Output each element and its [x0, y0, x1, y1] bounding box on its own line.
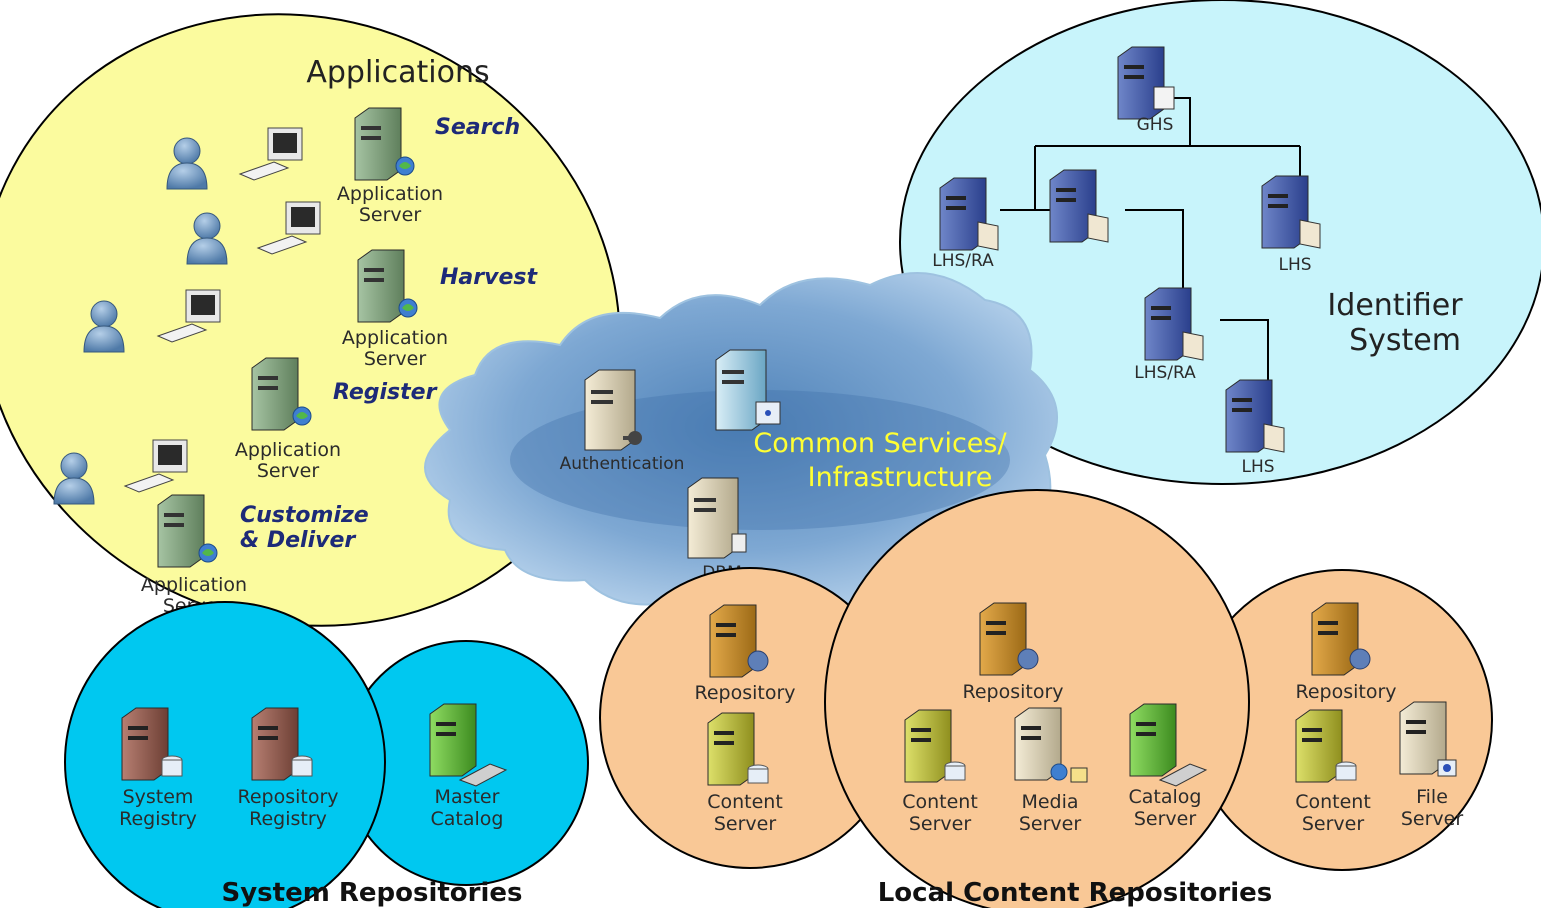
master-catalog-server-icon	[429, 703, 508, 787]
identifier-title: System	[1349, 323, 1461, 358]
content-server-icon	[904, 709, 966, 783]
master-catalog-label: Master	[435, 786, 500, 808]
common-services-group: Authentication Common Services/ Infrastr…	[424, 272, 1058, 616]
local-repo-middle-circle	[824, 489, 1250, 908]
repository-label: Repository	[962, 681, 1063, 703]
content-server-label: Content	[1295, 791, 1371, 813]
repository-server-icon	[979, 602, 1039, 676]
register-function-label: Register	[333, 380, 438, 405]
authentication-label: Authentication	[560, 454, 685, 474]
cloud-title: Infrastructure	[808, 462, 993, 493]
repository-server-icon	[1311, 602, 1371, 676]
user-icon	[53, 452, 95, 505]
file-server-label: File	[1416, 786, 1448, 808]
customize-function-label: Customize	[240, 503, 369, 528]
server-icon	[157, 494, 218, 568]
identifier-system-group: Identifier System GHS LHS/RA LHS	[899, 0, 1541, 485]
local-content-repositories-title: Local Content Repositories	[878, 878, 1273, 908]
repository-registry-label: Repository	[237, 786, 338, 808]
ghs-server-icon	[1117, 46, 1175, 120]
system-registry-label: System	[123, 786, 194, 808]
authentication-server-icon	[584, 369, 642, 451]
lhs-ra-label: LHS/RA	[932, 251, 994, 271]
identifier-ellipse	[899, 0, 1541, 485]
app-server-label: Application	[337, 183, 443, 205]
content-server-label: Server	[909, 813, 971, 835]
harvest-function-label: Harvest	[440, 265, 538, 290]
app-server-label: Server	[359, 204, 421, 226]
workstation-icon	[238, 127, 303, 181]
content-server-label: Server	[714, 813, 776, 835]
catalog-server-label: Catalog	[1129, 786, 1202, 808]
deliver-function-label: & Deliver	[240, 528, 356, 553]
cloud-title: Common Services/	[753, 428, 1007, 459]
local-content-repositories-group: Repository Content Server Repository Con…	[599, 489, 1493, 908]
lhs-ra-server-icon	[1144, 287, 1204, 361]
repository-registry-server-icon	[251, 707, 313, 781]
content-server-label: Server	[1302, 813, 1364, 835]
repository-label: Repository	[1295, 681, 1396, 703]
cloud-shape	[424, 272, 1058, 616]
user-icon	[186, 212, 228, 265]
repository-server-icon	[709, 604, 769, 678]
server-icon	[251, 357, 312, 431]
master-catalog-label: Catalog	[431, 808, 504, 830]
catalog-server-label: Server	[1134, 808, 1196, 830]
app-server-label: Server	[257, 460, 319, 482]
lhs-server-icon	[1049, 169, 1109, 243]
ghs-label: GHS	[1137, 115, 1174, 135]
server-icon	[357, 249, 418, 323]
workstation-icon	[156, 289, 221, 343]
identifier-title: Identifier	[1327, 288, 1463, 323]
file-server-icon	[1399, 701, 1457, 777]
workstation-icon	[256, 201, 321, 255]
lhs-ra-label: LHS/RA	[1134, 363, 1196, 383]
system-repositories-title: System Repositories	[221, 878, 522, 908]
catalog-server-icon	[1129, 703, 1208, 787]
system-registry-circle	[64, 601, 386, 908]
repository-label: Repository	[694, 682, 795, 704]
drm-server-icon	[687, 477, 747, 559]
workstation-icon	[123, 439, 188, 493]
lhs-server-icon	[1261, 175, 1321, 249]
lhs-server-icon	[1225, 379, 1285, 453]
content-server-label: Content	[707, 791, 783, 813]
applications-title: Applications	[306, 55, 489, 90]
media-server-label: Media	[1021, 791, 1078, 813]
media-server-icon	[1014, 707, 1088, 783]
content-server-icon	[1295, 709, 1357, 783]
system-registry-server-icon	[121, 707, 183, 781]
file-server-label: Server	[1401, 808, 1463, 830]
system-registry-label: Registry	[119, 808, 197, 830]
content-server-icon	[707, 712, 769, 786]
system-repositories-group: System Registry Repository Registry Mast…	[64, 601, 589, 908]
media-server-label: Server	[1019, 813, 1081, 835]
app-server-label: Application	[141, 574, 247, 596]
server-icon	[354, 107, 415, 181]
app-server-label: Server	[364, 348, 426, 370]
lhs-ra-server-icon	[939, 177, 999, 251]
content-server-label: Content	[902, 791, 978, 813]
lhs-label: LHS	[1278, 255, 1311, 275]
lhs-label: LHS	[1241, 457, 1274, 477]
app-server-label: Application	[342, 327, 448, 349]
user-icon	[83, 300, 125, 353]
app-server-label: Application	[235, 439, 341, 461]
user-icon	[166, 137, 208, 190]
search-function-label: Search	[435, 115, 520, 140]
repository-registry-label: Registry	[249, 808, 327, 830]
infrastructure-server-icon	[715, 349, 781, 431]
